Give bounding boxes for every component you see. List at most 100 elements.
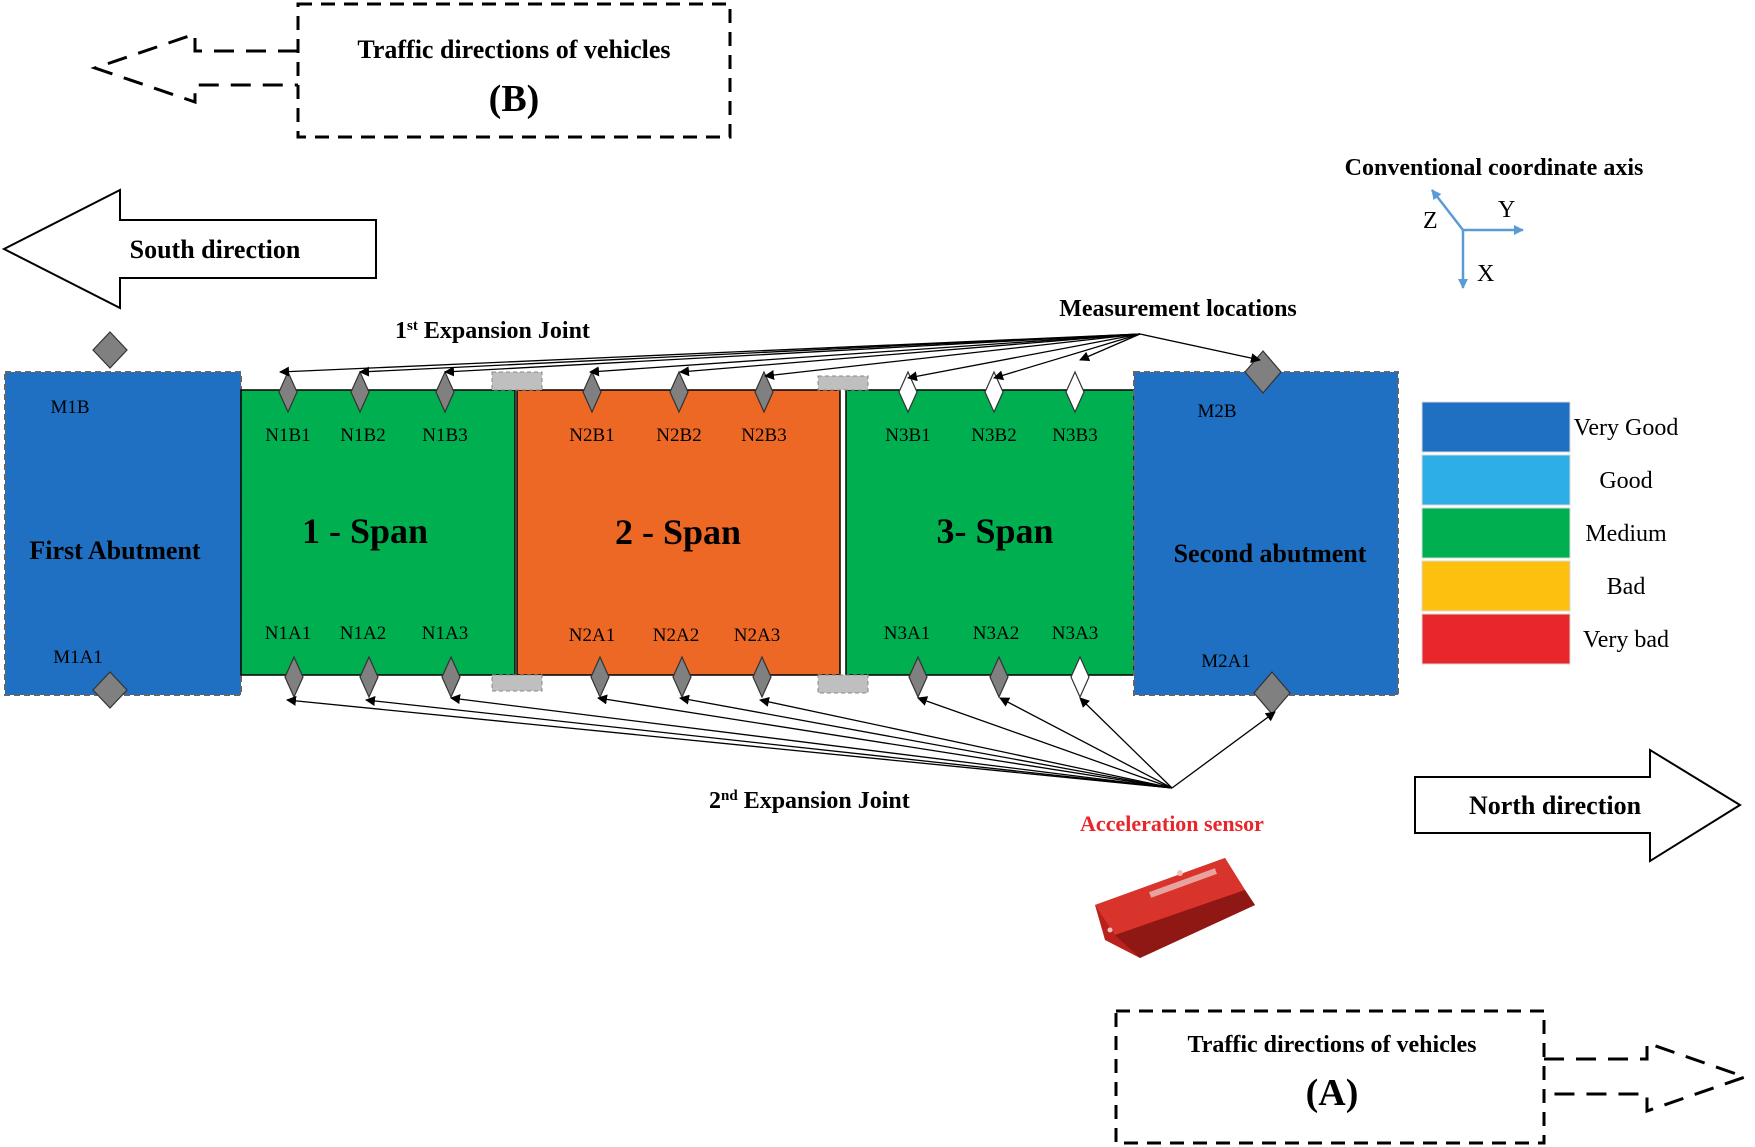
leader-line (286, 695, 1173, 789)
legend-swatch (1421, 454, 1571, 506)
axis-x-label: X (1477, 261, 1494, 287)
node-label: M1B (50, 397, 89, 418)
sensor-diamond-icon (435, 370, 455, 414)
south-direction-arrow: South direction (1, 188, 377, 310)
north-direction-arrow: North direction (1414, 748, 1742, 863)
leader-line (1171, 711, 1276, 789)
node-label: N1B2 (340, 425, 385, 446)
span-2: 2 - Span (516, 389, 841, 676)
leader-line (444, 333, 1141, 377)
acceleration-sensor-icon (1095, 858, 1255, 958)
traffic-b-label: (B) (489, 78, 540, 120)
coordinate-axis-title: Conventional coordinate axis (1345, 155, 1644, 181)
sensor-diamond-icon (754, 370, 774, 414)
legend-swatch (1421, 401, 1571, 453)
span-node-labels: N1B1 N1B2 N1B3 N1A1 N1A2 N1A3 N2B1 N2B2 … (265, 425, 1098, 646)
sensor-diamond-icon (1070, 655, 1090, 699)
sensor-diamond-icon (278, 370, 298, 414)
leader-line (365, 696, 1173, 789)
node-label: N3A2 (973, 623, 1019, 644)
sensor-diamond-icon (989, 655, 1009, 699)
leader-line (589, 333, 1141, 377)
measurement-leader-lines (279, 333, 1261, 382)
legend-swatch (1421, 613, 1571, 665)
node-label: M1A1 (53, 647, 103, 668)
south-direction-label: South direction (130, 235, 301, 264)
leader-line (907, 333, 1141, 382)
sensor-diamond-icon (92, 331, 128, 369)
node-label: N2A1 (569, 625, 615, 646)
sensor-diamond-icon (582, 370, 602, 414)
north-direction-label: North direction (1469, 791, 1642, 820)
leader-line (679, 694, 1173, 789)
traffic-a-title: Traffic directions of vehicles (1187, 1032, 1476, 1058)
node-label: N2B1 (569, 425, 614, 446)
expansion-joint-plates (491, 371, 869, 694)
sensor-diamond-icon (898, 370, 918, 414)
expansion-joint-1-label: 1st Expansion Joint (395, 318, 590, 344)
leader-line (759, 696, 1173, 789)
axis-y-label: Y (1498, 197, 1515, 223)
sensor-leader-lines (286, 694, 1276, 789)
axis-z-label: Z (1423, 208, 1438, 234)
sensor-diamond-icon (1065, 370, 1085, 414)
node-label: M2A1 (1201, 651, 1251, 672)
measurement-locations-label: Measurement locations (1059, 296, 1297, 322)
span-2-label: 2 - Span (615, 512, 741, 552)
node-label: N3A3 (1052, 623, 1098, 644)
node-label: N2B2 (656, 425, 701, 446)
node-label: N1B1 (265, 425, 310, 446)
sensor-markers (92, 331, 1291, 715)
leader-line (359, 333, 1141, 377)
arrow-left-dashed-icon (90, 31, 298, 105)
node-label: N3A1 (884, 623, 930, 644)
node-label: N1A1 (265, 623, 311, 644)
leader-line (1139, 333, 1261, 363)
traffic-b-title: Traffic directions of vehicles (357, 35, 670, 64)
span-1-label: 1 - Span (302, 511, 428, 551)
leader-line (917, 696, 1173, 789)
coordinate-axis: Conventional coordinate axis Z Y X (1345, 155, 1644, 289)
node-label: N3B1 (885, 425, 930, 446)
leader-line (993, 333, 1141, 381)
sensor-diamond-icon (92, 671, 128, 709)
node-label: N2A3 (734, 625, 780, 646)
sensor-diamond-icon (350, 370, 370, 414)
node-label: N2B3 (741, 425, 786, 446)
leader-line (450, 694, 1173, 789)
expansion-joint-2-label: 2nd Expansion Joint (709, 788, 910, 814)
first-abutment-label: First Abutment (29, 536, 201, 565)
legend-swatch (1421, 507, 1571, 559)
leader-line (679, 333, 1141, 377)
legend-label: Good (1599, 468, 1652, 494)
span-3-label: 3- Span (936, 511, 1053, 551)
node-label: N3B3 (1052, 425, 1097, 446)
second-abutment-label: Second abutment (1174, 539, 1367, 568)
span-1: 1 - Span (240, 389, 516, 676)
legend-label: Very bad (1583, 627, 1669, 653)
sensor-diamond-icon (984, 370, 1004, 414)
leader-line (764, 333, 1141, 380)
leader-line (1079, 333, 1141, 362)
node-label: N1A2 (340, 623, 386, 644)
leader-line (999, 697, 1173, 789)
legend-label: Medium (1585, 521, 1667, 547)
first-abutment: First Abutment M1B M1A1 (4, 371, 242, 696)
traffic-direction-b: Traffic directions of vehicles (B) (90, 2, 732, 139)
node-label: N2A2 (653, 625, 699, 646)
arrow-right-dashed-icon (1544, 1040, 1750, 1114)
second-abutment: Second abutment M2B M2A1 (1133, 371, 1399, 696)
legend-swatch (1421, 560, 1571, 612)
node-label: N1A3 (422, 623, 468, 644)
legend-label: Very Good (1574, 415, 1679, 441)
traffic-a-label: (A) (1306, 1072, 1359, 1114)
leader-line (1079, 697, 1173, 789)
leader-line (597, 694, 1173, 789)
span-3: 3- Span (845, 389, 1135, 676)
legend-label: Bad (1607, 574, 1646, 600)
traffic-direction-a: Traffic directions of vehicles (A) (1114, 1009, 1750, 1145)
node-label: M2B (1197, 401, 1236, 422)
node-label: N1B3 (422, 425, 467, 446)
